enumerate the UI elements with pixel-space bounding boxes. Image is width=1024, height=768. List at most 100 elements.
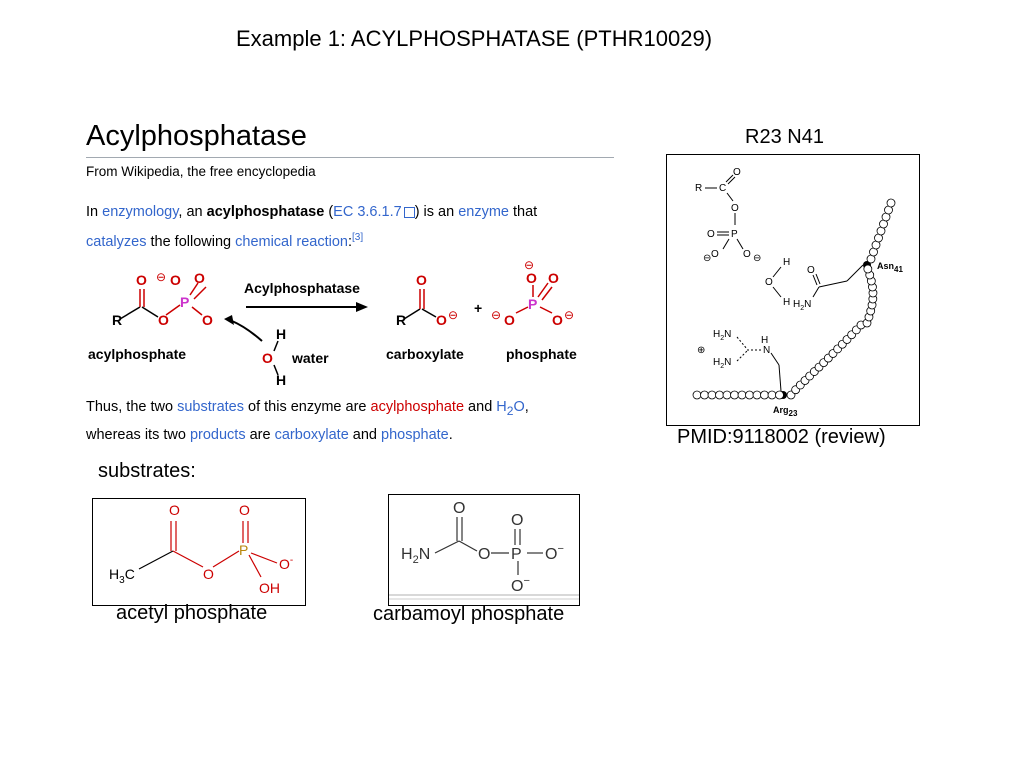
phosphate-structure: P O ⊖ O ⊖ O O ⊖	[491, 258, 574, 328]
plus-sign: +	[474, 300, 482, 316]
slide-title: Example 1: ACYLPHOSPHATASE (PTHR10029)	[235, 26, 713, 51]
o-label: O	[262, 350, 273, 366]
minus-icon: ⊖	[703, 253, 711, 264]
residue-circle	[722, 390, 732, 400]
text: of this enzyme are	[243, 399, 371, 415]
intro-paragraph: In enzymology, an acylphosphatase (EC 3.…	[86, 199, 614, 255]
residue-circle	[692, 390, 702, 400]
h-label: H	[761, 335, 768, 346]
p-label: P	[731, 229, 738, 240]
o-label: O	[807, 265, 815, 276]
reference-link[interactable]: [3]	[351, 232, 364, 243]
o-label: O	[765, 277, 773, 288]
o-minus-label: O−	[545, 543, 564, 563]
protein-backbone-chain	[692, 198, 896, 400]
o-minus: ⊖	[524, 258, 534, 272]
residue-circle	[760, 390, 769, 400]
link-carboxylate[interactable]: carboxylate	[274, 426, 349, 443]
text: .	[448, 426, 453, 443]
residue-circle	[737, 390, 747, 400]
o-minus: ⊖	[491, 308, 501, 322]
h2n-label: H2N	[401, 546, 430, 566]
p-label: P	[180, 294, 189, 310]
minus-icon: ⊖	[753, 253, 761, 264]
o-label: O	[239, 502, 250, 518]
residue-circle	[745, 390, 754, 400]
text: and	[348, 426, 382, 443]
text: that	[508, 204, 538, 220]
o-label: O	[731, 203, 739, 214]
o-label: O	[711, 249, 719, 260]
p-label: P	[511, 546, 522, 563]
o-label: O	[453, 500, 465, 517]
residue-circle	[886, 198, 896, 208]
c-label: C	[719, 183, 726, 194]
carboxylate-structure: R O O ⊖	[396, 272, 458, 328]
article-heading: Acylphosphatase	[86, 117, 614, 158]
text: ,	[524, 399, 529, 415]
o-label: O	[194, 270, 205, 286]
o-label: O	[552, 312, 563, 328]
acylphosphate-structure: R O ⊖ O P O O O	[112, 270, 213, 328]
residue-circle	[715, 390, 724, 400]
reaction-arrow: Acylphosphatase	[224, 280, 368, 342]
enzyme-label: Acylphosphatase	[244, 280, 360, 296]
text: In	[86, 204, 103, 220]
carboxylate-label: carboxylate	[386, 346, 464, 362]
h2n-label: H2N	[713, 357, 731, 370]
text: Thus, the two	[86, 399, 178, 415]
residue-circle	[730, 390, 739, 400]
h-label: H	[276, 372, 286, 388]
text: H	[496, 399, 507, 415]
o-label: O	[743, 249, 751, 260]
oh-label: OH	[259, 580, 280, 596]
active-site-diagram: R C O O O P O ⊖ O ⊖ H O H O	[692, 167, 903, 418]
article-subtitle: From Wikipedia, the free encyclopedia	[86, 164, 316, 179]
active-site-figure: R C O O O P O ⊖ O ⊖ H O H O	[666, 154, 920, 426]
o-label: O	[158, 312, 169, 328]
carbamoyl-phosphate-structure: O O O P O− O− H2N	[388, 494, 580, 606]
o-label: O	[136, 272, 147, 288]
link-phosphate[interactable]: phosphate	[381, 426, 449, 443]
link-catalyzes[interactable]: catalyzes	[86, 233, 147, 250]
link-enzymology[interactable]: enzymology	[102, 204, 179, 220]
text: (	[324, 204, 334, 220]
link-ec-number[interactable]: EC 3.6.1.7	[333, 204, 402, 220]
residue-circle	[775, 390, 784, 400]
o-label: O	[416, 272, 427, 288]
o-label: O	[733, 167, 741, 178]
link-acylphosphate[interactable]: acylphosphate	[370, 399, 465, 415]
link-chemical-reaction[interactable]: chemical reaction	[235, 233, 348, 250]
o-minus: ⊖	[448, 308, 458, 322]
carbamoyl-phosphate-caption: carbamoyl phosphate	[373, 603, 565, 625]
h-label: H	[276, 326, 286, 342]
link-water[interactable]: H2O	[496, 399, 525, 418]
r-label: R	[112, 312, 122, 328]
o-label: O	[436, 312, 447, 328]
r-label: R	[396, 312, 406, 328]
o-label: O	[478, 546, 490, 563]
acylphosphate-label: acylphosphate	[88, 346, 186, 362]
o-label: O	[548, 270, 559, 286]
water-label: water	[291, 350, 329, 366]
link-enzyme[interactable]: enzyme	[458, 204, 509, 220]
text: O	[513, 399, 525, 415]
o-label: O	[707, 229, 715, 240]
ch3-label: H3C	[109, 566, 135, 586]
wikipedia-excerpt: Acylphosphatase From Wikipedia, the free…	[86, 117, 614, 443]
acetyl-phosphate-caption: acetyl phosphate	[116, 602, 268, 624]
o-label: O	[511, 512, 523, 529]
text: whereas its two	[86, 426, 190, 443]
o-minus-label: O−	[511, 575, 530, 595]
p-label: P	[239, 542, 248, 558]
figure-caption: PMID:9118002 (review)	[677, 426, 886, 448]
phosphate-label: phosphate	[506, 346, 577, 362]
link-substrates[interactable]: substrates	[177, 399, 244, 415]
text: and	[464, 399, 497, 415]
acetyl-phosphate-structure: O O P O O- OH H3C	[92, 498, 306, 606]
residue-circle	[707, 390, 717, 400]
external-link-icon	[403, 206, 415, 218]
link-products[interactable]: products	[189, 426, 246, 443]
r-label: R	[695, 183, 702, 194]
o-label: O	[526, 270, 537, 286]
